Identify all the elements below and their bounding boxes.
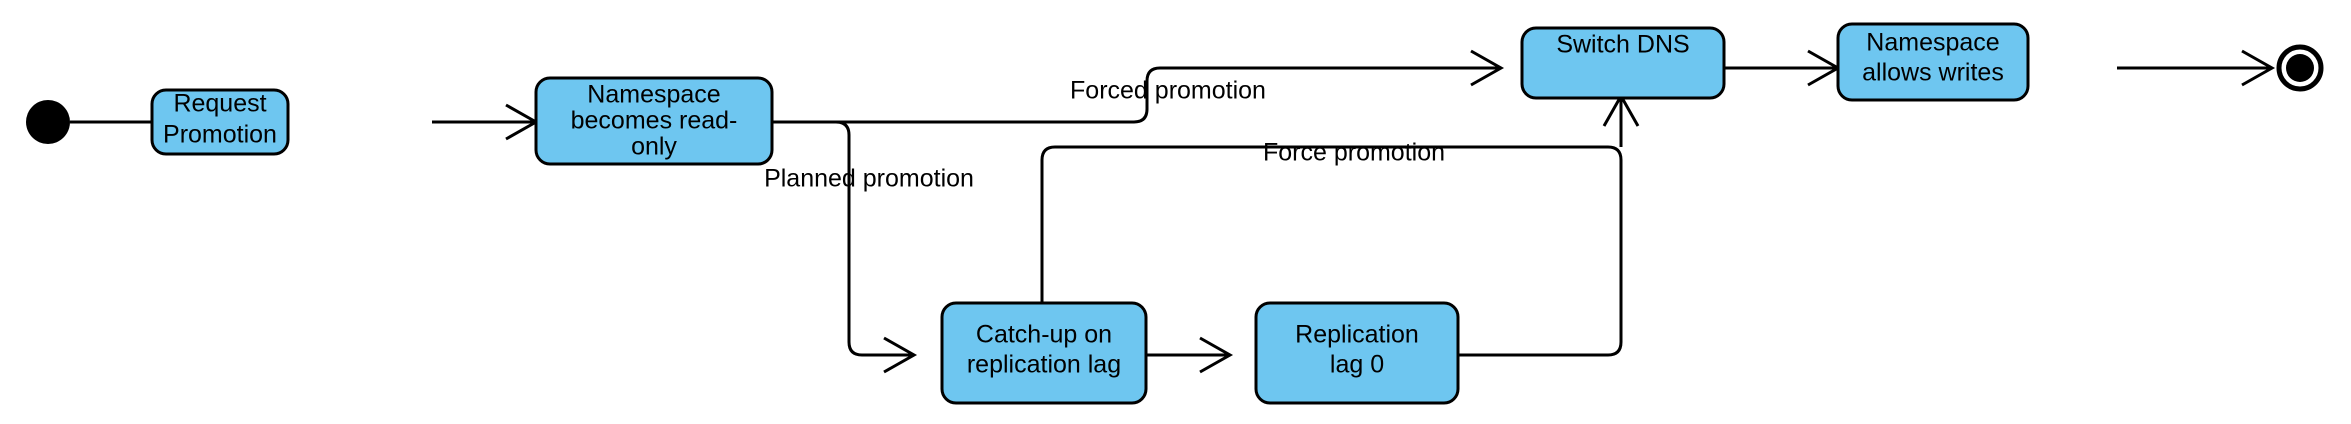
state-box	[1836, 22, 2030, 102]
arrow-head-icon	[883, 336, 918, 374]
edge-label-forced-promotion: Forced promotion	[1070, 77, 1266, 105]
edge-label-force-promotion: Force promotion	[1263, 139, 1445, 167]
state-namespace-becomes-read-only[interactable]: Namespace becomes read- only	[534, 76, 774, 166]
edge-catch-up-to-replication-lag-zero	[1146, 336, 1234, 374]
edge-namespace-read-only-to-catch-up	[835, 120, 918, 374]
edge-line	[1040, 145, 1623, 357]
state-label-line: Catch-up on	[976, 321, 1112, 349]
state-label-line: Switch DNS	[1556, 31, 1689, 59]
state-label-line: Namespace	[587, 81, 720, 109]
edge-switch-dns-to-allows-writes	[1724, 49, 1842, 87]
arrow-head-icon	[1470, 49, 1505, 87]
initial-node-dot-icon	[26, 100, 70, 144]
edge-line	[772, 66, 1499, 124]
state-label-line: Request	[173, 90, 266, 118]
edge-namespace-read-only-to-switch-dns	[772, 49, 1505, 124]
state-label-line: becomes read-	[571, 107, 738, 135]
edge-request-promotion-to-namespace-read-only	[432, 103, 540, 141]
state-box	[1520, 26, 1726, 100]
edge-allows-writes-to-end	[2117, 49, 2276, 87]
edge-label-planned-promotion: Planned promotion	[764, 165, 974, 193]
initial-node[interactable]	[26, 100, 70, 144]
state-box	[1254, 301, 1460, 405]
state-request-promotion[interactable]: Request Promotion	[150, 88, 290, 156]
final-node[interactable]	[2276, 44, 2324, 92]
edge-line	[835, 120, 912, 357]
state-label-line: Namespace	[1866, 29, 1999, 57]
state-label-line: Promotion	[163, 121, 277, 149]
state-label-line: only	[631, 133, 677, 161]
state-box	[150, 88, 290, 156]
arrow-head-icon	[1199, 336, 1234, 374]
state-namespace-allows-writes[interactable]: Namespace allows writes	[1836, 22, 2030, 102]
state-box	[534, 76, 774, 166]
state-label-line: allows writes	[1862, 59, 2004, 87]
state-catch-up-on-replication-lag[interactable]: Catch-up on replication lag	[940, 301, 1148, 405]
state-switch-dns[interactable]: Switch DNS	[1520, 26, 1726, 100]
state-label-line: Replication	[1295, 321, 1419, 349]
final-node-dot-icon	[2286, 54, 2314, 82]
state-box	[940, 301, 1148, 405]
arrow-head-icon	[2241, 49, 2276, 87]
final-node-ring-icon	[2276, 44, 2324, 92]
state-label-line: replication lag	[967, 351, 1121, 379]
state-label-line: lag 0	[1330, 351, 1384, 379]
state-replication-lag-zero[interactable]: Replication lag 0	[1254, 301, 1460, 405]
